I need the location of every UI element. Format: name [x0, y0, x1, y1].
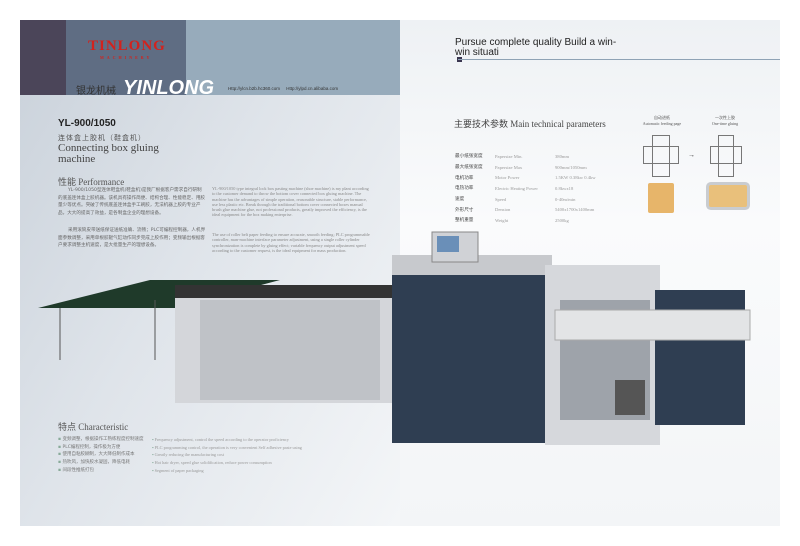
param-en: Motor Power — [495, 175, 520, 181]
box-photo — [648, 183, 674, 213]
touch-screen — [437, 236, 459, 252]
feeder-panel — [200, 300, 380, 400]
param-cn: 最大纸张宽度 — [455, 165, 483, 171]
slogan: Pursue complete quality Build a win-win … — [455, 37, 617, 58]
divider — [458, 59, 780, 60]
header-band — [186, 20, 400, 95]
param-cn: 速度 — [455, 197, 465, 203]
table-row: 最大纸张宽度 Papersize Max 900mm/1050mm — [455, 162, 596, 173]
list-item: PLC programming control, the operation i… — [152, 444, 302, 452]
parameters-heading: 主要技术参数 Main technical parameters — [454, 119, 606, 129]
list-item: PLC编程控制，操作极为方便 — [58, 444, 143, 452]
param-en: Papersize Min. — [495, 153, 523, 159]
box-diagram — [643, 146, 679, 164]
list-item: Segment of paper packaging — [152, 467, 302, 475]
performance-cn-1: YL-900/1050型连体鞋盒机(鞋盒机)是我厂根据客户需求自行研制的底盖连体… — [58, 188, 206, 216]
output-table — [554, 309, 751, 341]
param-en: Weight — [495, 217, 509, 223]
list-item: 使用自粘胶糊制，大大降低制作成本 — [58, 451, 143, 459]
characteristic-heading: 特点 Characteristic — [58, 422, 129, 432]
performance-en-1: YL-900/1050 type integral lock box pasti… — [212, 186, 369, 218]
table-row: 电热功率 Electric Heating Power 0.8kwx18 — [455, 183, 596, 194]
header-band — [20, 20, 66, 95]
characteristic-en-list: Frequency adjustment, control the speed … — [152, 436, 302, 475]
param-value: 380mm — [555, 153, 570, 159]
performance-cn-2: 采用滚筒皮带送纸保证送纸准确、流畅；PLC可编程控制器，人机界面参数调整，采用单… — [58, 228, 206, 248]
param-value: 900mm/1050mm — [555, 164, 587, 170]
param-cn: 最小纸张宽度 — [455, 154, 483, 160]
performance-heading: 性能 Performance — [58, 177, 125, 187]
arrow-icon: → — [688, 151, 695, 159]
main-body — [392, 268, 547, 443]
param-value: 2500kg — [555, 217, 569, 223]
box-diagram — [652, 135, 670, 177]
table-row: 最小纸张宽度 Papersize Min. 380mm — [455, 151, 596, 162]
list-item: Frequency adjustment, control the speed … — [152, 436, 302, 444]
param-en: Speed — [495, 196, 507, 202]
param-cn: 外形尺寸 — [455, 207, 474, 213]
box-photo — [709, 185, 747, 207]
param-value: 1.5KW 0.38kw 0.4kw — [555, 175, 596, 181]
table-row: 整机重量 Weight 2500kg — [455, 215, 596, 226]
table-row: 外形尺寸 Dension 5400x1700x1400mm — [455, 204, 596, 215]
table-row: 电机功率 Motor Power 1.5KW 0.38kw 0.4kw — [455, 172, 596, 183]
param-value: 5400x1700x1400mm — [555, 207, 595, 213]
brand-name: YINLONG — [123, 77, 215, 99]
characteristic-cn-list: 变频调整，根据操作工熟练程度控制速度 PLC编程控制，操作极为方便 使用自粘胶糊… — [58, 436, 143, 475]
param-value: 0.8kwx18 — [555, 185, 574, 191]
model-number: YL-900/1050 — [58, 118, 116, 129]
param-cn: 整机重量 — [455, 218, 474, 224]
urls: Http://ylcn.b2b.hc360.com Http://ylpd.cn… — [228, 86, 338, 91]
header-band — [66, 20, 186, 95]
url[interactable]: Http://ylpd.cn.alibaba.com — [286, 86, 339, 91]
feeder-top — [175, 285, 395, 300]
param-en: Electric Heating Power — [495, 185, 538, 191]
parameters-table: 最小纸张宽度 Papersize Min. 380mm 最大纸张宽度 Papersiz… — [455, 151, 596, 226]
list-item: Hot hair dryer, speed glue solidificatio… — [152, 459, 302, 467]
list-item: Greatly reducing the manufacturing cost — [152, 451, 302, 459]
param-cn: 电热功率 — [455, 186, 474, 192]
performance-en-2: The use of roller belt paper feeding to … — [212, 232, 370, 253]
url[interactable]: Http://ylcn.b2b.hc360.com — [228, 86, 281, 91]
param-en: Dension — [495, 207, 511, 213]
list-item: 间段性推纸打包 — [58, 467, 143, 475]
pneumatic-unit — [615, 380, 645, 415]
product-name-en: Connecting box gluing machine — [58, 142, 159, 165]
param-en: Papersize Max — [495, 164, 523, 170]
box-diagram — [718, 135, 734, 177]
brand-cn: 银龙机械 — [76, 86, 116, 97]
list-item: 变频调整，根据操作工熟练程度控制速度 — [58, 436, 143, 444]
box-diagram — [710, 146, 742, 164]
param-cn: 电机功率 — [455, 175, 474, 181]
table-row: 速度 Speed 0-40m/min — [455, 194, 596, 205]
param-value: 0-40m/min — [555, 196, 576, 202]
product-name-cn: 连体盒上胶机（鞋盒机） — [58, 134, 146, 142]
list-item: 热吹风，加快胶水凝固，降低电耗 — [58, 459, 143, 467]
